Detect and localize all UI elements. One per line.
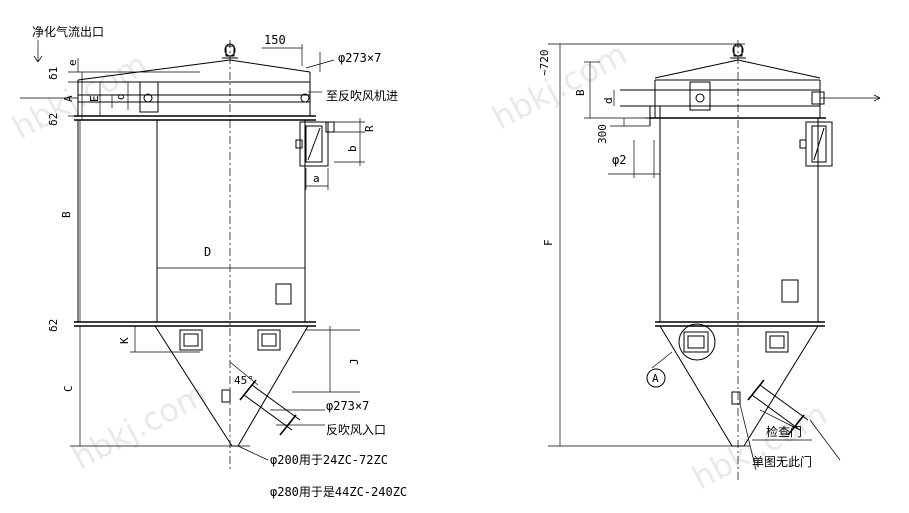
inlet-pipe-label: φ273×7 [338,51,381,65]
valve-box-right [799,121,833,167]
watermark-3: hbkj.com [486,35,633,137]
dim-d: d [114,93,127,100]
angle-45: 45° [234,374,254,387]
outlet-280-label: φ280用于是44ZC-240ZC [270,485,407,499]
dim-delta2-bottom: δ2 [47,319,60,332]
dim-a: a [313,172,320,185]
to-blower-label: 至反吹风机进 [326,89,398,103]
dim-D: D [204,245,211,259]
dim-B-right: B [574,89,587,96]
no-door-label: 单图无此门 [752,454,812,469]
outlet-arrow [33,55,43,63]
dim-d-right: d [602,97,615,104]
dim-B: B [60,211,73,218]
dim-delta2-top: δ2 [47,113,60,126]
reverse-inlet-label: 反吹风入口 [326,423,386,437]
right-view: ~720 B d 300 φ2 F A 检查门 单图无此门 [538,40,881,480]
dim-delta1: δ1 [47,67,60,80]
dim-J: J [348,358,361,365]
dim-A: A [62,95,75,102]
dim-C: C [62,385,75,392]
left-view: 净化气流出口 [20,24,407,499]
dim-E: E [88,95,101,102]
dim-R: R [363,125,376,132]
watermark-2: hbkj.com [66,375,213,477]
dim-lines-left [20,44,365,461]
watermark-1: hbkj.com [6,45,153,147]
outlet-200-label: φ200用于24ZC-72ZC [270,453,388,467]
dim-150: 150 [264,33,286,47]
dim-e: e [66,59,79,66]
dim-phi2: φ2 [612,153,626,167]
roof-right [620,43,825,126]
dim-lines-right [548,43,881,471]
dim-300: 300 [596,124,609,144]
detail-A-label: A [652,372,659,385]
valve-box [295,121,335,167]
reverse-inlet-pipe-label: φ273×7 [326,399,369,413]
dim-F: F [542,239,555,246]
dim-b: b [346,145,359,152]
body-right [655,118,825,327]
inspect-door-label: 检查门 [766,424,802,439]
roof [77,43,311,116]
dim-720: ~720 [538,50,551,77]
body-left [74,120,316,327]
hopper-left [154,325,309,447]
outlet-label: 净化气流出口 [32,24,104,39]
dim-K: K [118,337,131,344]
